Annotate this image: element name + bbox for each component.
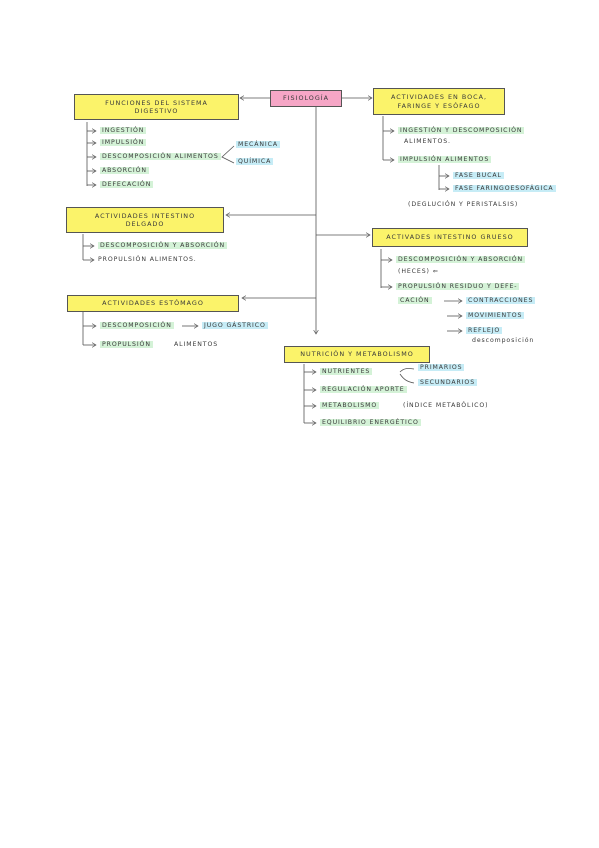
branch-mecanica-quimica [221,145,235,164]
delgado-title: Actividades intestino delgado [94,211,196,229]
funciones-item-impulsion: Impulsión [100,139,147,146]
delgado-item-1: Descomposición y absorción [98,242,228,249]
grueso-note: descomposición [472,337,535,344]
nutricion-item-equilibrio: Equilibrio energético [320,419,421,426]
boca-sub-faringoesofagica: Fase faringoesofágica [453,185,556,192]
nutricion-title: Nutrición y metabolismo [300,350,414,359]
grueso-item-1-cont: (heces) ⇐ [398,268,439,275]
boca-item-1-cont: alimentos. [404,138,451,145]
boca-item-1: Ingestión y descomposición [398,127,525,134]
funciones-title: Funciones del sistema digestivo [105,98,208,116]
boca-note: (Deglución y peristalsis) [408,201,519,208]
grueso-sub-contracciones: Contracciones [466,297,536,304]
box-delgado: Actividades intestino delgado [66,207,224,233]
nutricion-item-nutrientes: Nutrientes [320,368,373,375]
box-grueso: Activades intestino grueso [372,228,528,247]
box-estomago: Actividades estómago [67,295,239,312]
nutricion-item-metabolismo: Metabolismo [320,402,380,409]
nutricion-metabolismo-note: (índice metabólico) [403,402,489,409]
estomago-item-2-cont: alimentos [174,341,219,348]
boca-title: Actividades en boca, faringe y esófago [390,93,487,110]
funciones-item-ingestion: Ingestión [100,127,147,134]
grueso-item-2: Propulsión residuo y defe- [396,283,520,290]
funciones-item-defecacion: Defecación [100,181,154,188]
grueso-sub-movimientos: Movimientos [466,312,525,319]
nutricion-item-regulacion: Regulación aporte [320,386,407,393]
funciones-item-descomposicion: Descomposición alimentos [100,153,221,160]
grueso-item-2-cont: cación [398,297,432,304]
box-boca: Actividades en boca, faringe y esófago [373,88,505,115]
nutricion-sub-secundarios: Secundarios [418,379,478,386]
grueso-title: Activades intestino grueso [386,233,514,242]
center-node: Fisiología [270,90,342,107]
estomago-title: Actividades estómago [102,299,204,308]
nutricion-sub-primarios: Primarios [418,364,465,371]
branch-nutrientes [399,368,415,373]
delgado-item-2: Propulsión alimentos. [98,256,197,263]
grueso-sub-reflejo: Reflejo [466,327,503,334]
boca-sub-bucal: Fase bucal [453,172,504,179]
box-nutricion: Nutrición y metabolismo [284,346,430,363]
grueso-item-1: Descomposición y absorción [396,256,526,263]
estomago-item-1-target: Jugo gástrico [202,322,268,329]
boca-item-2: Impulsión alimentos [398,156,492,163]
funciones-sub-mecanica: Mecánica [236,141,281,148]
estomago-item-2: Propulsión [100,341,153,348]
funciones-sub-quimica: Química [236,158,274,165]
funciones-item-absorcion: Absorción [100,167,149,174]
estomago-item-1: Descomposición [100,322,174,329]
box-funciones: Funciones del sistema digestivo [74,94,239,120]
center-title: Fisiología [282,94,330,103]
